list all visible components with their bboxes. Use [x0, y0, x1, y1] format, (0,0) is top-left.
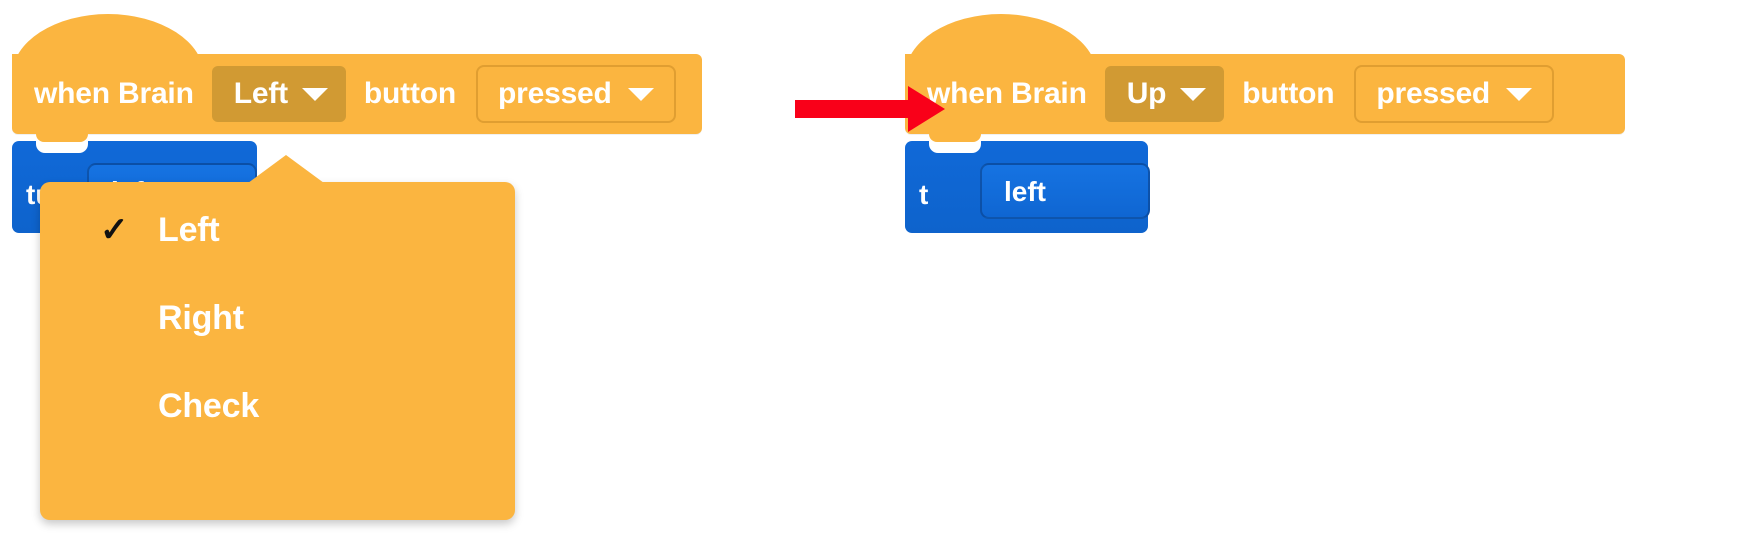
event-select-dropdown[interactable]: pressed [1354, 65, 1555, 123]
right-arrow-icon [795, 86, 945, 132]
hat-block-prefix-label: when Brain [34, 77, 194, 110]
event-select-dropdown[interactable]: pressed [476, 65, 676, 123]
event-select-value: pressed [498, 77, 612, 110]
stack-block-top-notch [36, 141, 88, 153]
stack-block-label: t [919, 179, 929, 210]
menu-item[interactable]: ✓ Left [40, 186, 515, 274]
menu-item[interactable]: ✓ Check [40, 362, 515, 450]
stack-block-top-notch [929, 141, 981, 153]
hat-block-bottom-notch [36, 132, 88, 142]
stack-block-direction-dropdown[interactable]: left [980, 163, 1150, 219]
menu-item[interactable]: ✓ Right [40, 274, 515, 362]
chevron-down-icon [627, 87, 654, 101]
hat-block-body [905, 54, 1625, 134]
button-select-value: Up [1126, 77, 1167, 110]
event-select-value: pressed [1376, 77, 1491, 110]
chevron-down-icon [1506, 87, 1533, 101]
menu-item-label: Check [158, 386, 260, 425]
stack-block-direction-value: left [1004, 176, 1046, 207]
after-panel: when Brain Up button pressed t left ✓ Up… [895, 0, 1742, 538]
hat-block-body [12, 54, 702, 134]
hat-block-content: when Brain Left button pressed [12, 54, 676, 134]
menu-item-label: Left [158, 210, 220, 249]
menu-item-label: Right [158, 298, 244, 337]
dropdown-pointer [248, 155, 324, 183]
before-panel: when Brain Left button pressed tu left ✓… [0, 0, 760, 538]
hat-block-prefix-label: when Brain [927, 77, 1087, 110]
when-brain-button-hat-block[interactable]: when Brain Left button pressed [12, 14, 702, 142]
arrow-head [908, 86, 945, 132]
button-select-value: Left [233, 77, 288, 110]
chevron-down-icon [301, 87, 328, 101]
hat-block-middle-label: button [1242, 77, 1335, 110]
chevron-down-icon [1180, 87, 1207, 101]
hat-block-middle-label: button [363, 77, 456, 110]
button-dropdown-menu: ✓ Left ✓ Right ✓ Check [40, 155, 515, 520]
button-select-dropdown[interactable]: Left [211, 66, 346, 122]
turn-stack-block[interactable]: t left [905, 141, 1150, 233]
hat-block-content: when Brain Up button pressed [905, 54, 1555, 134]
arrow-shaft [795, 100, 915, 118]
hat-block-bottom-notch [929, 132, 981, 142]
when-brain-button-hat-block[interactable]: when Brain Up button pressed [905, 14, 1625, 142]
button-select-dropdown[interactable]: Up [1104, 66, 1225, 122]
checkmark-icon: ✓ [100, 211, 129, 249]
